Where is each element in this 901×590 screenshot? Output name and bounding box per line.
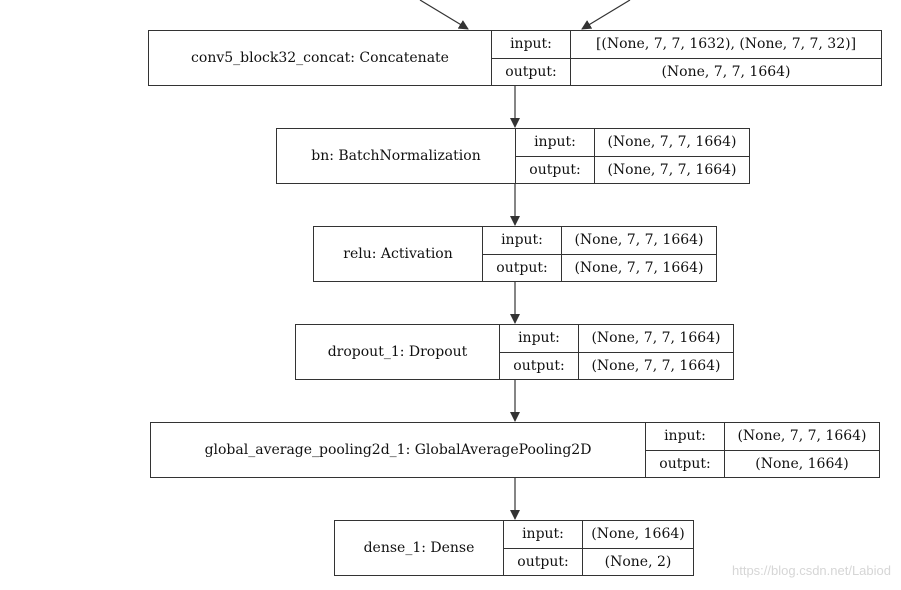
node-bn-name: bn: BatchNormalization xyxy=(311,148,481,164)
node-relu-output-shape: (None, 7, 7, 1664) xyxy=(562,253,716,282)
node-dense-output-shape: (None, 2) xyxy=(583,547,693,576)
incoming-edge-right xyxy=(581,0,631,30)
node-gap-output-shape: (None, 1664) xyxy=(725,449,879,478)
node-dropout-name: dropout_1: Dropout xyxy=(327,344,468,360)
node-bn-output-shape: (None, 7, 7, 1664) xyxy=(595,155,749,184)
node-bn: bn: BatchNormalization input: output: (N… xyxy=(276,128,750,184)
node-dropout-output-shape: (None, 7, 7, 1664) xyxy=(579,351,733,380)
output-label: output: xyxy=(516,155,594,184)
node-dropout: dropout_1: Dropout input: output: (None,… xyxy=(295,324,734,380)
node-dense-name: dense_1: Dense xyxy=(363,540,475,556)
output-label: output: xyxy=(483,253,561,282)
node-dense: dense_1: Dense input: output: (None, 166… xyxy=(334,520,694,576)
node-dense-input-shape: (None, 1664) xyxy=(591,526,685,543)
node-relu-input-shape: (None, 7, 7, 1664) xyxy=(574,232,704,249)
watermark-text: https://blog.csdn.net/Labiod xyxy=(731,563,891,578)
input-label: input: xyxy=(522,526,564,543)
node-relu-name: relu: Activation xyxy=(343,246,453,262)
node-relu: relu: Activation input: output: (None, 7… xyxy=(313,226,717,282)
node-concat-input-shape: [(None, 7, 7, 1632), (None, 7, 7, 32)] xyxy=(595,36,857,53)
node-dropout-input-shape: (None, 7, 7, 1664) xyxy=(591,330,721,347)
input-label: input: xyxy=(501,232,543,249)
node-gap-name: global_average_pooling2d_1: GlobalAverag… xyxy=(204,442,592,458)
output-label: output: xyxy=(492,57,570,86)
node-concat-name: conv5_block32_concat: Concatenate xyxy=(191,50,449,66)
node-bn-input-shape: (None, 7, 7, 1664) xyxy=(607,134,737,151)
input-label: input: xyxy=(518,330,560,347)
node-gap: global_average_pooling2d_1: GlobalAverag… xyxy=(150,422,880,478)
node-concat: conv5_block32_concat: Concatenate input:… xyxy=(148,30,882,86)
input-label: input: xyxy=(664,428,706,445)
input-label: input: xyxy=(534,134,576,151)
output-label: output: xyxy=(646,449,724,478)
input-label: input: xyxy=(510,36,552,53)
output-label: output: xyxy=(500,351,578,380)
output-label: output: xyxy=(504,547,582,576)
incoming-edge-left xyxy=(419,0,469,30)
node-gap-input-shape: (None, 7, 7, 1664) xyxy=(737,428,867,445)
node-concat-output-shape: (None, 7, 7, 1664) xyxy=(571,57,881,86)
